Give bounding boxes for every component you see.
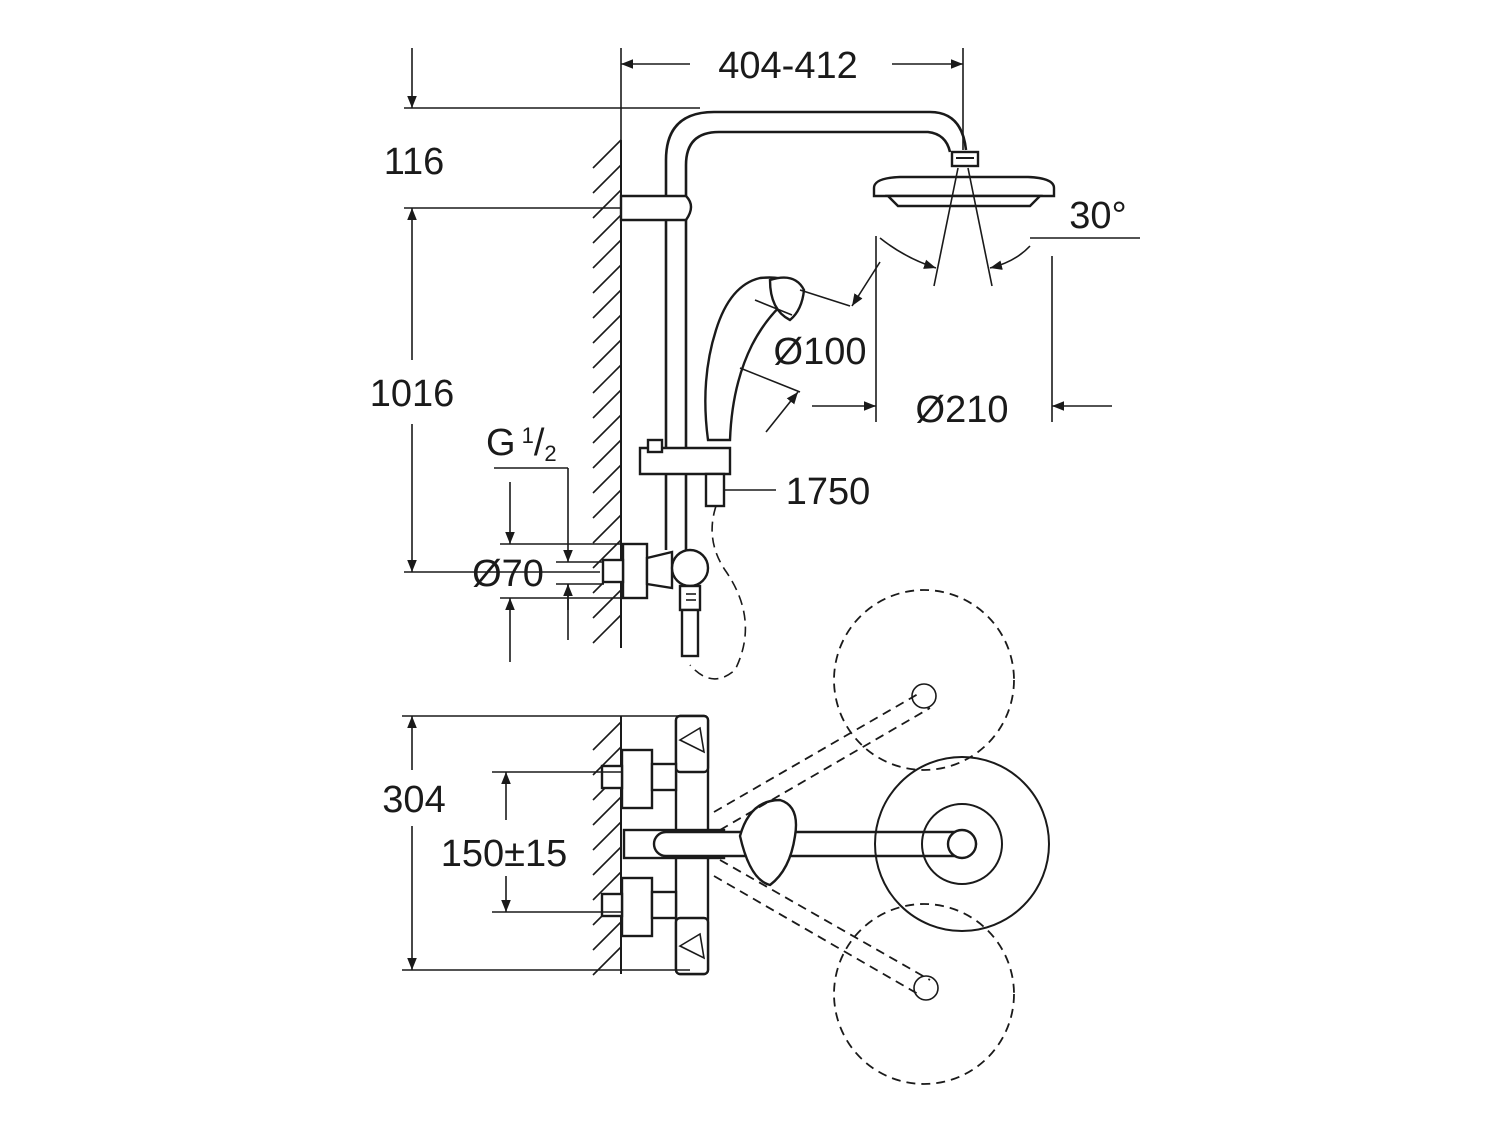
- inlet-spacing-label: 150±15: [441, 833, 568, 875]
- thread-slash: /: [534, 422, 545, 464]
- thread-denominator: 2: [544, 441, 556, 466]
- flange-dia-label: Ø70: [472, 553, 544, 595]
- reach-label: 404-412: [718, 45, 857, 87]
- tilt-angle-label: 30°: [1069, 195, 1126, 237]
- shower-riser: [619, 110, 968, 550]
- projection-label: 304: [382, 779, 445, 821]
- rail-height-label: 1016: [370, 373, 455, 415]
- thread-g: G: [486, 422, 516, 464]
- thread-numerator: 1: [522, 423, 534, 448]
- wall-top-view: [592, 716, 622, 976]
- head-shower-dia-label: Ø210: [916, 389, 1009, 431]
- arm-top-view: [652, 756, 1050, 932]
- hose-length-label: 1750: [786, 471, 871, 513]
- swivel-positions: [713, 589, 1015, 1085]
- arm-height-label: 116: [384, 141, 445, 183]
- head-shower: [872, 150, 1056, 287]
- dimension-lines-top: [402, 715, 690, 971]
- hand-shower-dia-label: Ø100: [774, 331, 867, 373]
- dimension-lines-side: [404, 48, 1140, 662]
- hand-shower: [704, 276, 806, 442]
- hose: [689, 505, 747, 680]
- thermostat-side: [601, 542, 710, 658]
